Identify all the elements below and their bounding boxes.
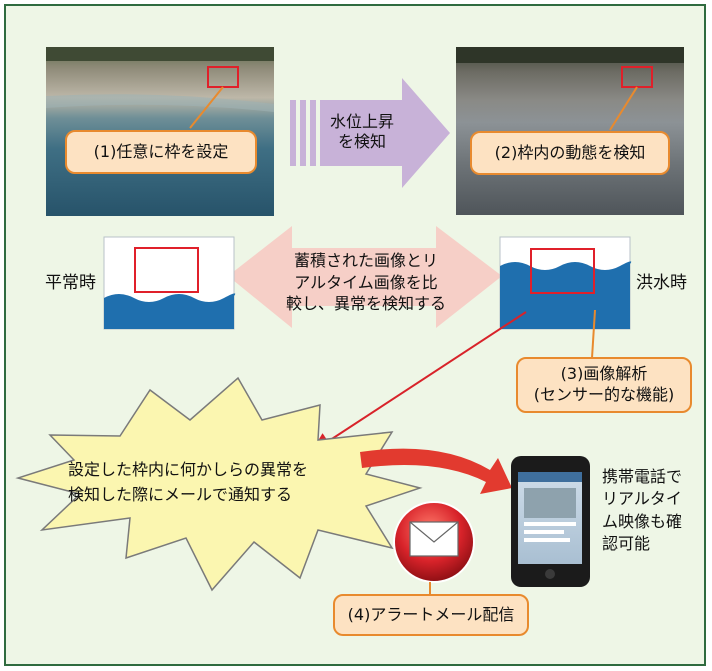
- callout-set-frame: (1)任意に枠を設定: [65, 130, 257, 174]
- compare-line2: アルタイム画像を比: [294, 272, 438, 292]
- alert-burst: [15, 376, 423, 592]
- phone-line4: 認可能: [602, 534, 651, 554]
- phone-caption: 携帯電話で リアルタイ ム映像も確 認可能: [602, 466, 702, 556]
- arrow-rise-line1: 水位上昇: [329, 112, 394, 131]
- arrow-rise-label: 水位上昇 を検知: [322, 112, 402, 152]
- callout-detect-motion: (2)枠内の動態を検知: [470, 131, 670, 175]
- compare-line3: 較し、異常を検知する: [285, 294, 446, 314]
- alert-line2: 検知した際にメールで通知する: [68, 484, 293, 504]
- alert-line1: 設定した枠内に何かしらの異常を: [68, 460, 309, 479]
- arrow-rise-line2: を検知: [337, 132, 386, 151]
- compare-line1: 蓄積された画像とリ: [293, 251, 438, 270]
- flood-label: 洪水時: [636, 273, 687, 293]
- analysis-line2: (センサー的な機能): [533, 385, 675, 404]
- callout-alert-mail: (4)アラートメール配信: [333, 594, 529, 636]
- phone-line2: リアルタイ: [602, 489, 682, 509]
- compare-text: 蓄積された画像とリ アルタイム画像を比 較し、異常を検知する: [262, 250, 470, 315]
- phone-line3: ム映像も確: [602, 511, 683, 531]
- smartphone-icon: [511, 456, 590, 587]
- callout-image-analysis: (3)画像解析 (センサー的な機能): [516, 357, 692, 413]
- normal-water-diagram: [103, 236, 236, 330]
- compare-double-arrow: [228, 226, 502, 328]
- water-rise-arrow: [290, 78, 450, 188]
- alert-text: 設定した枠内に何かしらの異常を 検知した際にメールで通知する: [68, 458, 368, 508]
- analysis-line1: (3)画像解析: [560, 364, 648, 384]
- phone-line1: 携帯電話で: [602, 467, 683, 486]
- mail-envelope-icon: [393, 501, 475, 583]
- to-phone-arrow: [360, 448, 512, 494]
- normal-label: 平常時: [45, 273, 96, 293]
